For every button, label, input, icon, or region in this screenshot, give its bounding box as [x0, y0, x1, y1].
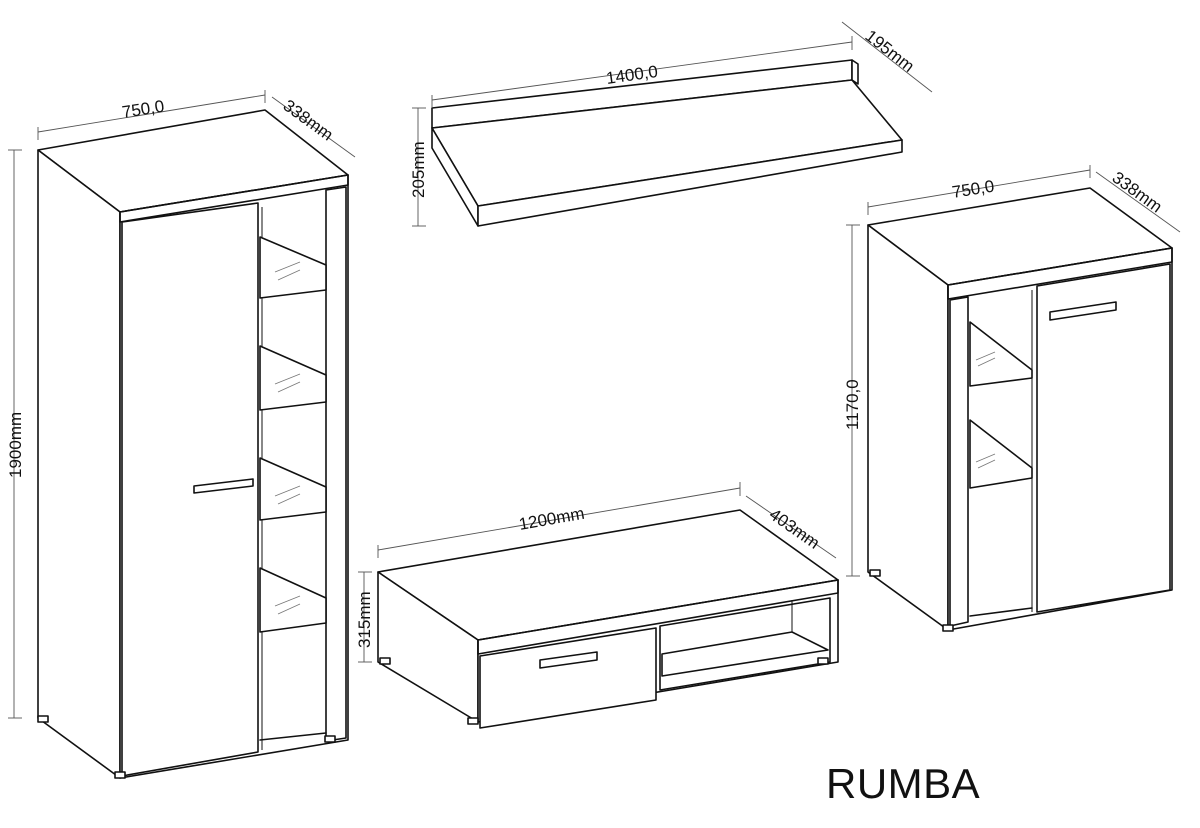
brand-title: RUMBA — [826, 760, 981, 807]
wall-shelf: 1400,0 195mm 205mm — [409, 21, 933, 227]
tv-stand-drawer — [479, 627, 657, 729]
small-cabinet-door — [1036, 263, 1171, 613]
tall-cabinet-side — [37, 149, 121, 779]
tv-stand: 1200mm 403mm 315mm — [355, 482, 839, 729]
small-cabinet-handle — [1049, 301, 1117, 321]
tv-stand-width-label: 1200mm — [517, 504, 585, 534]
tall-cabinet-width-label: 750,0 — [121, 97, 166, 122]
wall-shelf-height-label: 205mm — [409, 141, 428, 198]
wall-shelf-dimensions — [412, 21, 933, 227]
tall-cabinet: 750,0 338mm 1900mm — [6, 90, 356, 779]
small-cabinet-width-label: 750,0 — [951, 177, 996, 202]
tall-cabinet-height-label: 1900mm — [6, 412, 25, 478]
small-cabinet-dimensions — [846, 165, 1181, 577]
small-cabinet-shelves — [969, 321, 1033, 617]
tall-cabinet-shelves — [259, 236, 327, 741]
wall-shelf-depth-label: 195mm — [862, 26, 918, 76]
wall-shelf-front-edge — [477, 139, 903, 227]
small-cabinet-height-label: 1170,0 — [843, 379, 862, 430]
tv-stand-handle — [539, 651, 598, 669]
tall-cabinet-handle — [193, 478, 254, 494]
tv-stand-height-label: 315mm — [355, 591, 374, 648]
small-cabinet: 750,0 338mm 1170,0 — [843, 165, 1181, 632]
tv-stand-dimensions — [358, 482, 837, 663]
tall-cabinet-dimensions — [8, 90, 356, 719]
tall-cabinet-door — [121, 202, 259, 777]
